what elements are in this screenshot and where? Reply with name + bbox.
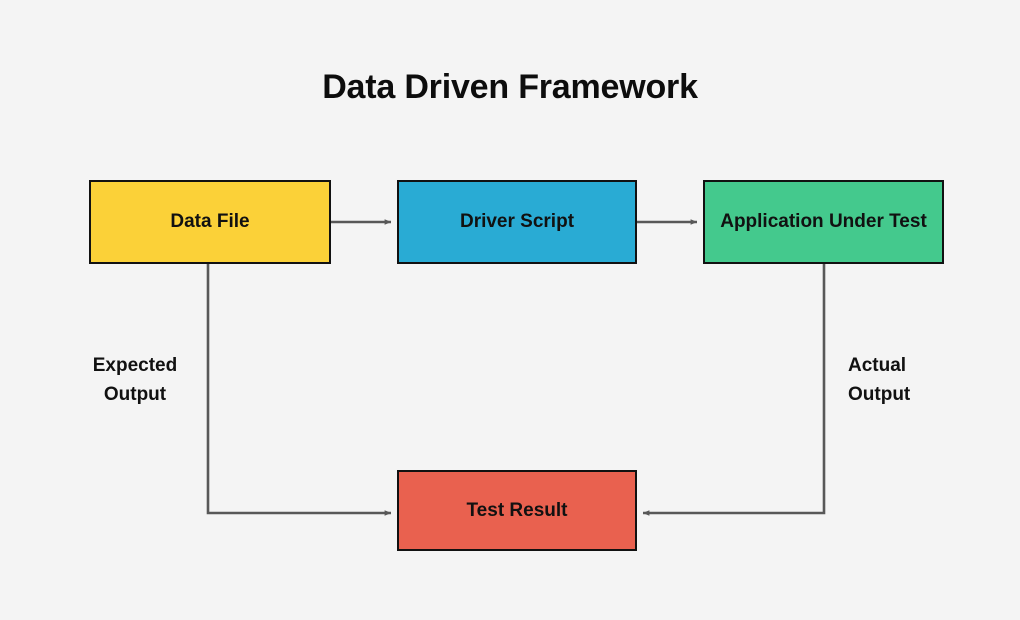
node-test-result[interactable]: Test Result bbox=[397, 470, 637, 551]
edge-application-under-test-to-test-result bbox=[642, 264, 826, 516]
node-application-under-test-label: Application Under Test bbox=[720, 211, 927, 233]
page-title: Data Driven Framework bbox=[322, 68, 698, 106]
node-data-file-label: Data File bbox=[170, 211, 250, 233]
edge-data-file-to-test-result bbox=[206, 264, 392, 516]
node-test-result-label: Test Result bbox=[466, 499, 568, 521]
node-driver-script[interactable]: Driver Script bbox=[397, 180, 637, 264]
edge-label-actual-output: Actual Output bbox=[848, 355, 911, 405]
node-data-file[interactable]: Data File bbox=[89, 180, 331, 264]
edge-label-expected-output: Expected Output bbox=[92, 355, 178, 405]
node-application-under-test[interactable]: Application Under Test bbox=[703, 180, 944, 264]
node-driver-script-label: Driver Script bbox=[459, 211, 575, 233]
